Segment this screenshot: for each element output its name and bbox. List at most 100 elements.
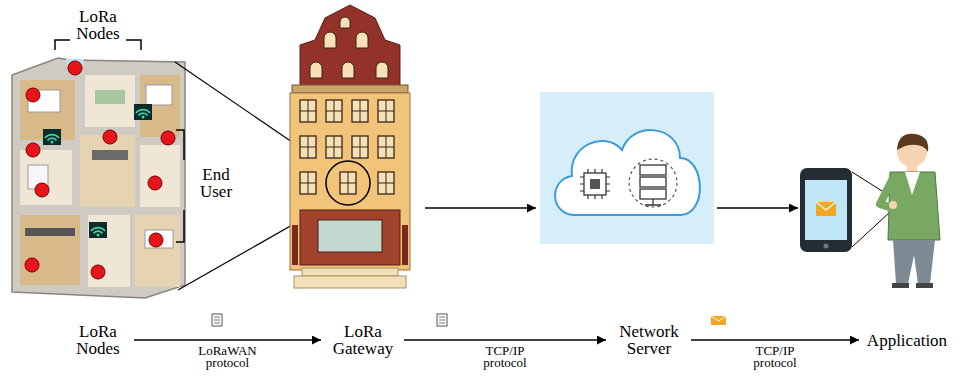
gateway-icon bbox=[51, 141, 54, 144]
data-icon bbox=[711, 316, 726, 325]
user-figure bbox=[897, 134, 928, 152]
protocol-label: TCP/IP protocol bbox=[473, 345, 537, 369]
user-figure bbox=[916, 283, 933, 288]
text-node: Application bbox=[860, 332, 954, 349]
cloud-server bbox=[580, 169, 610, 199]
data-icon bbox=[214, 317, 220, 323]
user-figure bbox=[892, 283, 909, 288]
building bbox=[300, 136, 394, 158]
data-icon bbox=[212, 314, 222, 326]
cloud-server bbox=[640, 177, 666, 187]
floor-plan bbox=[80, 135, 135, 207]
flow-arrow bbox=[425, 207, 536, 209]
gateway-icon bbox=[91, 228, 105, 234]
floor-plan bbox=[20, 215, 80, 285]
gateway-icon bbox=[45, 135, 59, 141]
building bbox=[300, 100, 394, 194]
flow-arrow bbox=[134, 339, 321, 341]
building bbox=[318, 220, 382, 252]
bracket bbox=[55, 40, 184, 242]
building bbox=[300, 210, 400, 265]
flow-arrow bbox=[404, 339, 606, 341]
node-dot bbox=[26, 143, 40, 157]
phone bbox=[800, 168, 852, 252]
node-label: Application bbox=[860, 332, 954, 349]
annotation-label: End User bbox=[188, 166, 244, 200]
floor-plan bbox=[12, 58, 185, 298]
user-figure bbox=[888, 172, 940, 240]
flow-arrow bbox=[691, 339, 859, 341]
building bbox=[310, 17, 388, 78]
floor-plan bbox=[140, 145, 180, 207]
node-dot bbox=[25, 258, 39, 272]
cloud-server bbox=[540, 92, 714, 244]
user-figure bbox=[893, 240, 935, 284]
bracket bbox=[55, 40, 70, 50]
cloud-server bbox=[640, 189, 666, 199]
floor-plan bbox=[95, 90, 125, 104]
phone bbox=[816, 202, 836, 216]
node-dot bbox=[25, 61, 175, 279]
building bbox=[292, 85, 408, 93]
text-node: LoRa Nodes bbox=[62, 323, 134, 357]
building bbox=[290, 5, 410, 288]
user-figure bbox=[905, 172, 920, 195]
node-dot bbox=[91, 265, 105, 279]
cloud-server bbox=[640, 165, 666, 175]
data-icon bbox=[439, 317, 445, 323]
building bbox=[300, 172, 394, 194]
floor-plan bbox=[146, 85, 172, 105]
building bbox=[326, 161, 370, 205]
cloud-server bbox=[629, 159, 677, 207]
gateway-icon bbox=[89, 222, 107, 238]
phone bbox=[816, 202, 836, 210]
view-line bbox=[852, 212, 890, 247]
gateway-icon bbox=[142, 116, 145, 119]
gateway-icon bbox=[43, 104, 152, 238]
gateway-icon bbox=[134, 104, 152, 120]
building bbox=[402, 225, 408, 265]
bracket bbox=[176, 130, 184, 160]
floor-plan bbox=[88, 215, 130, 287]
data-icon bbox=[711, 316, 726, 321]
node-dot bbox=[103, 130, 117, 144]
node-dot bbox=[26, 88, 40, 102]
node-dot bbox=[161, 131, 175, 145]
gateway-icon bbox=[97, 234, 100, 237]
floor-plan bbox=[135, 215, 180, 287]
floor-plan bbox=[20, 150, 72, 205]
text-node: Network Server bbox=[607, 323, 691, 357]
building bbox=[302, 268, 398, 276]
node-label: LoRa Gateway bbox=[322, 323, 404, 357]
building bbox=[300, 100, 394, 194]
node-dot bbox=[148, 176, 162, 190]
floor-plan bbox=[25, 228, 75, 236]
node-dot bbox=[35, 183, 49, 197]
phone bbox=[805, 180, 847, 240]
annotation-label: LoRa Nodes bbox=[70, 8, 126, 42]
data-icon bbox=[437, 314, 447, 326]
gateway-icon bbox=[43, 129, 61, 145]
cloud-server bbox=[540, 92, 714, 244]
flow-arrow bbox=[717, 207, 798, 209]
cloud-server bbox=[555, 130, 700, 215]
cloud-server bbox=[645, 199, 661, 205]
protocol-label: TCP/IP protocol bbox=[743, 345, 807, 369]
building bbox=[294, 276, 406, 288]
user-figure bbox=[880, 134, 940, 288]
floor-plan bbox=[145, 230, 173, 248]
phone bbox=[824, 244, 829, 249]
node-label: LoRa Nodes bbox=[62, 323, 134, 357]
node-label: Network Server bbox=[607, 323, 691, 357]
floor-plan bbox=[85, 75, 135, 127]
gateway-icon bbox=[134, 104, 152, 120]
node-dot bbox=[149, 233, 163, 247]
phone bbox=[800, 168, 852, 252]
building bbox=[292, 225, 298, 265]
text-node: LoRa Gateway bbox=[322, 323, 404, 357]
building bbox=[300, 100, 394, 122]
protocol-label: LoRaWAN protocol bbox=[196, 345, 260, 369]
gateway-icon bbox=[43, 129, 61, 145]
floor-plan bbox=[12, 58, 185, 298]
bracket bbox=[126, 40, 141, 50]
